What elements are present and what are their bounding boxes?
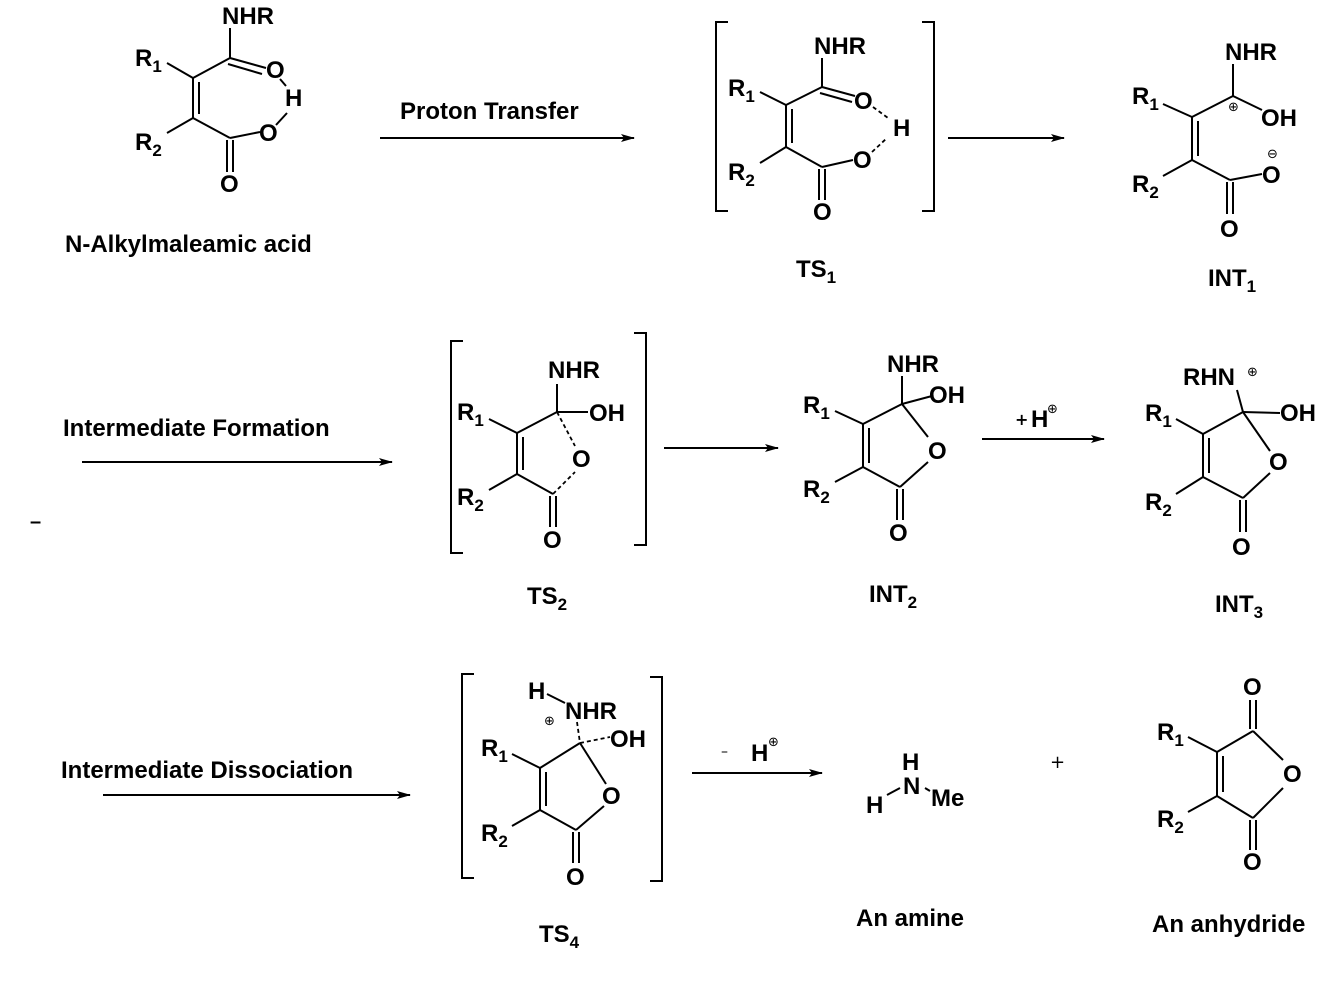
atom-oh: OH — [1280, 400, 1316, 427]
atom-h: H — [893, 115, 910, 142]
bracket-right — [634, 332, 647, 546]
reagent-proton: H — [1031, 406, 1048, 433]
atom-r2: R2 — [481, 820, 508, 851]
atom-o-ring: O — [572, 446, 591, 473]
atom-r2: R2 — [1132, 171, 1159, 202]
step-label-intermediate-formation: Intermediate Formation — [63, 415, 330, 442]
label-int3: INT3 — [1215, 591, 1263, 622]
atom-r2: R2 — [1145, 489, 1172, 520]
atom-h-left: H — [866, 792, 883, 819]
bracket-left — [461, 673, 474, 879]
atom-nhr: NHR — [887, 351, 939, 378]
atom-r2: R2 — [803, 476, 830, 507]
atom-o-amide: O — [266, 57, 285, 84]
compound-int2: NHR R1 R2 OH O O — [803, 351, 965, 547]
bracket-left — [450, 340, 463, 554]
compound-n-alkylmaleamic-acid: NHR R1 R2 O H O O — [135, 3, 302, 198]
label-n-alkylmaleamic-acid: N-Alkylmaleamic acid — [65, 231, 312, 258]
atom-o-acid: O — [853, 147, 872, 174]
atom-o-amide: O — [854, 88, 873, 115]
atom-h: H — [285, 85, 302, 112]
compound-ts1: NHR R1 R2 O H O O — [715, 21, 935, 226]
minus-charge: ⊖ — [1267, 147, 1278, 162]
label-ts1: TS1 — [796, 256, 836, 287]
atom-r2: R2 — [457, 484, 484, 515]
atom-o-carbonyl: O — [220, 171, 239, 198]
atom-nhr: NHR — [565, 698, 617, 725]
plus-charge: ⊕ — [544, 714, 555, 729]
compound-int1: NHR R1 R2 ⊕ OH ⊖ O O — [1132, 39, 1297, 243]
atom-r2: R2 — [1157, 806, 1184, 837]
atom-n: N — [903, 773, 920, 800]
proton-plus-charge: ⊕ — [1047, 402, 1058, 417]
atom-o-ring: O — [602, 783, 621, 810]
atom-h-top: H — [902, 749, 919, 776]
compound-anhydride: O R1 R2 O O — [1157, 674, 1302, 876]
compound-ts4: H ⊕ NHR OH R1 R2 O O — [461, 673, 663, 891]
atom-o-carbonyl: O — [1220, 216, 1239, 243]
atom-o-carbonyl: O — [543, 527, 562, 554]
reagent-proton: H — [751, 740, 768, 767]
plus-charge: ⊕ — [1228, 100, 1239, 115]
atom-nhr: NHR — [814, 33, 866, 60]
compound-int3: RHN ⊕ R1 R2 OH O O — [1145, 364, 1316, 561]
atom-r1: R1 — [135, 45, 162, 76]
atom-r1: R1 — [481, 735, 508, 766]
atom-o-top: O — [1243, 674, 1262, 701]
compound-ts2: NHR R1 R2 OH O O — [450, 332, 647, 554]
atom-o-carbonyl: O — [813, 199, 832, 226]
label-ts2: TS2 — [527, 583, 567, 614]
atom-o-bottom: O — [1243, 849, 1262, 876]
atom-oh: OH — [589, 400, 625, 427]
atom-r1: R1 — [457, 399, 484, 430]
atom-oh: OH — [610, 726, 646, 753]
atom-r1: R1 — [1157, 719, 1184, 750]
atom-me: Me — [931, 785, 964, 812]
label-anhydride: An anhydride — [1152, 911, 1305, 938]
atom-o-carbonyl: O — [889, 520, 908, 547]
atom-r1: R1 — [728, 75, 755, 106]
label-amine: An amine — [856, 905, 964, 932]
label-ts4: TS4 — [539, 921, 580, 952]
plus-charge: ⊕ — [1247, 365, 1258, 380]
atom-r1: R1 — [803, 392, 830, 423]
stray-dash: – — [30, 511, 41, 533]
atom-h: H — [528, 678, 545, 705]
label-int2: INT2 — [869, 581, 917, 612]
atom-o-carbonyl: O — [566, 864, 585, 891]
atom-o-ring: O — [1269, 449, 1288, 476]
atom-o-minus: O — [1262, 162, 1281, 189]
compound-amine: H N H Me — [866, 749, 964, 819]
label-int1: INT1 — [1208, 265, 1256, 296]
atom-nhr: NHR — [222, 3, 274, 30]
atom-oh: OH — [1261, 105, 1297, 132]
step-label-intermediate-dissociation: Intermediate Dissociation — [61, 757, 353, 784]
atom-nhr: NHR — [548, 357, 600, 384]
reagent-minus-sign: – — [721, 744, 728, 760]
atom-rhn: RHN — [1183, 364, 1235, 391]
atom-o-acid: O — [259, 120, 278, 147]
bracket-left — [715, 21, 728, 212]
atom-o-ring: O — [1283, 761, 1302, 788]
atom-r2: R2 — [728, 159, 755, 190]
atom-r2: R2 — [135, 129, 162, 160]
atom-o-ring: O — [928, 438, 947, 465]
atom-oh: OH — [929, 382, 965, 409]
step-label-proton-transfer: Proton Transfer — [400, 98, 579, 125]
reagent-plus-sign: + — [1015, 410, 1028, 429]
atom-nhr: NHR — [1225, 39, 1277, 66]
plus-sign-between-products: + — [1050, 752, 1065, 773]
atom-r1: R1 — [1132, 83, 1159, 114]
bracket-right — [650, 676, 663, 882]
bracket-right — [922, 21, 935, 212]
atom-o-carbonyl: O — [1232, 534, 1251, 561]
atom-r1: R1 — [1145, 400, 1172, 431]
proton-plus-charge: ⊕ — [768, 735, 779, 750]
